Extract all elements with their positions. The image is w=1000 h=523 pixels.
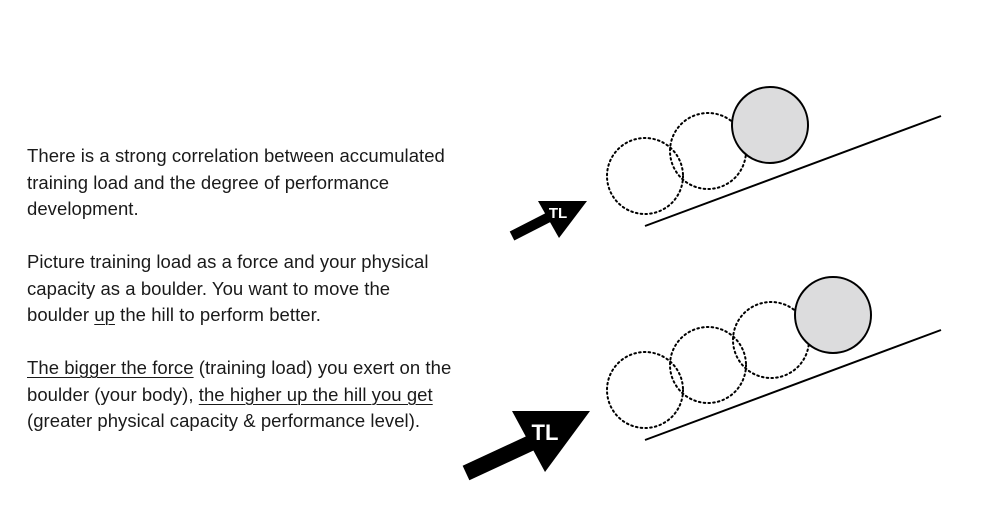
- boulder-start-position: [606, 351, 684, 429]
- force-text-end: (greater physical capacity & performance…: [27, 410, 421, 431]
- analogy-text-end: the hill to perform better.: [114, 304, 321, 325]
- boulder-start-position: [606, 137, 684, 215]
- force-text-middle: (training load) you exert on the boulder…: [27, 357, 452, 405]
- force-emphasis: The bigger the force: [27, 357, 194, 378]
- boulder: [731, 86, 809, 164]
- boulder-mid-position-1: [669, 326, 747, 404]
- tl-label: TL: [549, 205, 567, 222]
- paragraph-force: The bigger the force (training load) you…: [27, 355, 457, 435]
- explanation-text: There is a strong correlation between ac…: [27, 143, 457, 461]
- training-load-force-arrow: TL: [462, 411, 590, 481]
- training-load-force-arrow: TL: [509, 201, 587, 241]
- paragraph-correlation: There is a strong correlation between ac…: [27, 143, 457, 223]
- tl-label: TL: [532, 420, 559, 445]
- analogy-text-start: Picture training load as a force and you…: [27, 251, 429, 325]
- big-force-scenario: TL: [462, 276, 942, 481]
- analogy-up-emphasis: up: [94, 304, 115, 325]
- hill-slope: [644, 329, 942, 441]
- boulder: [794, 276, 872, 354]
- paragraph-analogy: Picture training load as a force and you…: [27, 249, 457, 329]
- hill-emphasis: the higher up the hill you get: [198, 383, 433, 405]
- correlation-text: There is a strong correlation between ac…: [27, 145, 445, 219]
- small-force-scenario: TL: [509, 86, 942, 241]
- hill-slope: [644, 115, 942, 227]
